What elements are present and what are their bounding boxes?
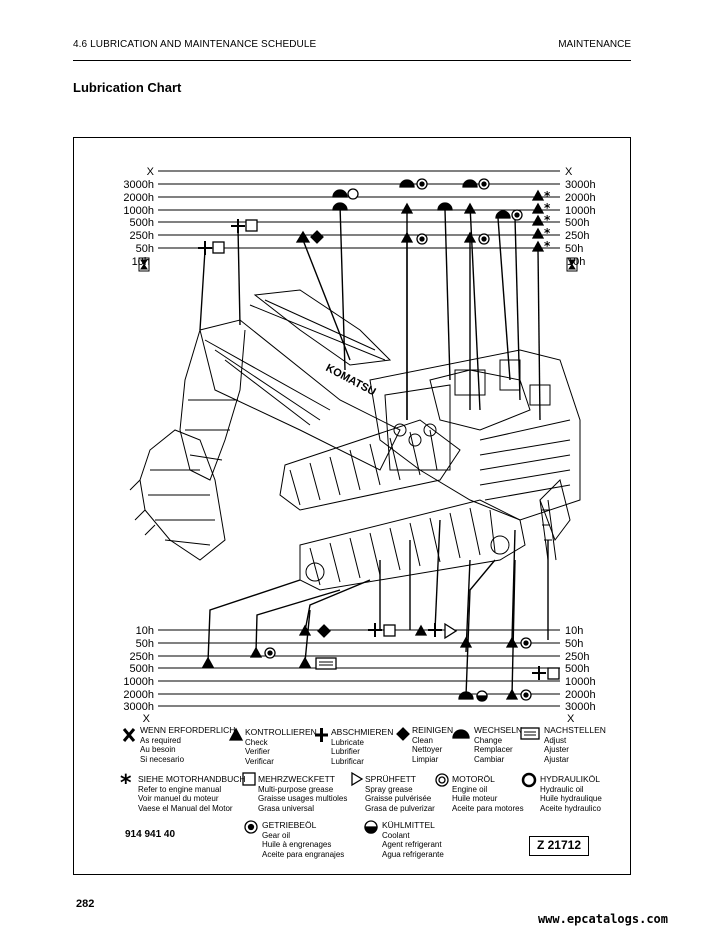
legend-adjust: NACHSTELLEN Adjust Ajuster Ajustar <box>544 725 606 764</box>
top-right-label-500h: 500h <box>565 217 589 229</box>
svg-text:*: * <box>544 189 551 203</box>
leader-lines-bottom <box>207 519 549 697</box>
top-right-label-x: X <box>565 166 573 178</box>
page-title: Lubrication Chart <box>73 80 182 95</box>
engine-manual-star-icon: * <box>120 771 132 796</box>
bottom-label-2000h: 2000h <box>123 689 154 701</box>
bottom-right-label-50h: 50h <box>565 638 583 650</box>
svg-text:*: * <box>544 201 551 215</box>
leader-lines-top <box>199 204 541 421</box>
excavator-drawing <box>129 289 581 591</box>
bottom-interval-labels-left: 10h 50h 250h 500h 1000h 2000h 3000h X <box>123 625 154 725</box>
header-chapter: MAINTENANCE <box>558 39 631 50</box>
chart-frame <box>73 137 631 875</box>
part-number: 914 941 40 <box>125 829 176 840</box>
bottom-right-label-2000h: 2000h <box>565 689 596 701</box>
top-label-50h: 50h <box>136 243 154 255</box>
bottom-label-500h: 500h <box>130 663 154 675</box>
header-section: 4.6 LUBRICATION AND MAINTENANCE SCHEDULE <box>73 39 317 50</box>
top-label-2000h: 2000h <box>123 192 154 204</box>
top-label-3000h: 3000h <box>123 179 154 191</box>
legend-multi-grease: MEHRZWECKFETT Multi-purpose grease Grais… <box>258 774 348 813</box>
legend-hydraulic-oil: HYDRAULIKÖL Hydraulic oil Huile hydrauli… <box>540 774 602 813</box>
bottom-label-250h: 250h <box>130 651 154 663</box>
svg-text:*: * <box>544 239 551 253</box>
bottom-right-label-10h: 10h <box>565 625 583 637</box>
top-symbols <box>198 178 545 255</box>
top-right-label-1000h: 1000h <box>565 205 596 217</box>
legend-change: WECHSELN Change Remplacer Cambiar <box>474 725 523 764</box>
legend-gear-oil: GETRIEBEÖL Gear oil Huile à engrenages A… <box>262 820 345 859</box>
top-label-500h: 500h <box>130 217 154 229</box>
top-right-label-2000h: 2000h <box>565 192 596 204</box>
bottom-right-label-x: X <box>567 713 575 725</box>
bottom-label-3000h: 3000h <box>123 701 154 713</box>
bottom-right-label-1000h: 1000h <box>565 676 596 688</box>
legend-engine-oil: MOTORÖL Engine oil Huile moteur Aceite p… <box>452 774 524 813</box>
bottom-interval-lines <box>158 629 560 707</box>
bottom-label-10h: 10h <box>136 625 154 637</box>
bottom-interval-labels-right: 10h 50h 250h 500h 1000h 2000h 3000h X <box>565 625 596 725</box>
drawing-id: Z 21712 <box>529 836 589 856</box>
top-right-label-250h: 250h <box>565 230 589 242</box>
bottom-right-label-500h: 500h <box>565 663 589 675</box>
star-icons: * * * * * <box>544 189 551 253</box>
legend-clean: REINIGEN Clean Nettoyer Limpiar <box>412 725 454 764</box>
top-label-x: X <box>147 166 155 178</box>
top-interval-labels-left: X 3000h 2000h 1000h 500h 250h 50h 10h <box>123 166 154 268</box>
top-interval-labels-right: X 3000h 2000h 1000h 500h 250h 50h 10h <box>565 166 596 268</box>
legend-check: KONTROLLIEREN Check Verifier Verificar <box>245 727 317 766</box>
svg-text:*: * <box>544 226 551 240</box>
top-right-label-3000h: 3000h <box>565 179 596 191</box>
top-label-250h: 250h <box>130 230 154 242</box>
top-right-label-50h: 50h <box>565 243 583 255</box>
page-number: 282 <box>76 898 95 910</box>
svg-text:*: * <box>544 213 551 227</box>
legend-engine-manual: SIEHE MOTORHANDBUCH Refer to engine manu… <box>138 774 246 813</box>
top-label-10h: 10h <box>132 256 150 268</box>
legend-as-required: WENN ERFORDERLICH As required Au besoin … <box>140 725 236 764</box>
header-rule <box>73 60 631 61</box>
top-label-1000h: 1000h <box>123 205 154 217</box>
bottom-label-x: X <box>143 713 151 725</box>
legend-icons <box>122 727 540 834</box>
bottom-symbols <box>201 622 560 702</box>
legend-coolant: KÜHLMITTEL Coolant Agent refrigerant Agu… <box>382 820 444 859</box>
bottom-right-label-3000h: 3000h <box>565 701 596 713</box>
top-interval-lines <box>158 170 560 249</box>
bottom-label-1000h: 1000h <box>123 676 154 688</box>
legend-spray-grease: SPRÜHFETT Spray grease Graisse pulvérisé… <box>365 774 435 813</box>
watermark: www.epcatalogs.com <box>537 912 668 926</box>
legend-lubricate: ABSCHMIEREN Lubricate Lubrifier Lubrific… <box>331 727 394 766</box>
hourglass-icon <box>138 257 578 272</box>
bottom-label-50h: 50h <box>136 638 154 650</box>
bottom-right-label-250h: 250h <box>565 651 589 663</box>
